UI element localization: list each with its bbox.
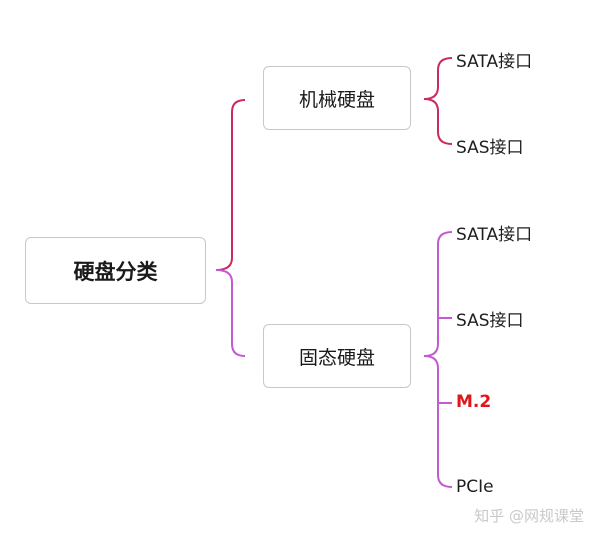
connector-branch-1-children bbox=[423, 57, 453, 145]
branch-node-hdd: 机械硬盘 bbox=[263, 66, 411, 130]
leaf-ssd-m2: M.2 bbox=[456, 392, 492, 412]
leaf-hdd-sas: SAS接口 bbox=[456, 138, 524, 158]
leaf-ssd-pcie: PCIe bbox=[456, 477, 494, 497]
branch-label-ssd: 固态硬盘 bbox=[298, 346, 375, 369]
leaf-hdd-sata: SATA接口 bbox=[456, 52, 533, 72]
root-node: 硬盘分类 bbox=[25, 237, 206, 304]
connector-root-to-branch-1 bbox=[215, 99, 246, 271]
branch-label-hdd: 机械硬盘 bbox=[298, 88, 375, 111]
root-label: 硬盘分类 bbox=[73, 259, 158, 284]
leaf-ssd-sas: SAS接口 bbox=[456, 311, 524, 331]
watermark-text: 知乎 @网规课堂 bbox=[474, 507, 584, 525]
connector-branch-2-children bbox=[423, 231, 453, 488]
leaf-ssd-sata: SATA接口 bbox=[456, 225, 533, 245]
branch-node-ssd: 固态硬盘 bbox=[263, 324, 411, 388]
connector-root-to-branch-2 bbox=[215, 269, 246, 357]
